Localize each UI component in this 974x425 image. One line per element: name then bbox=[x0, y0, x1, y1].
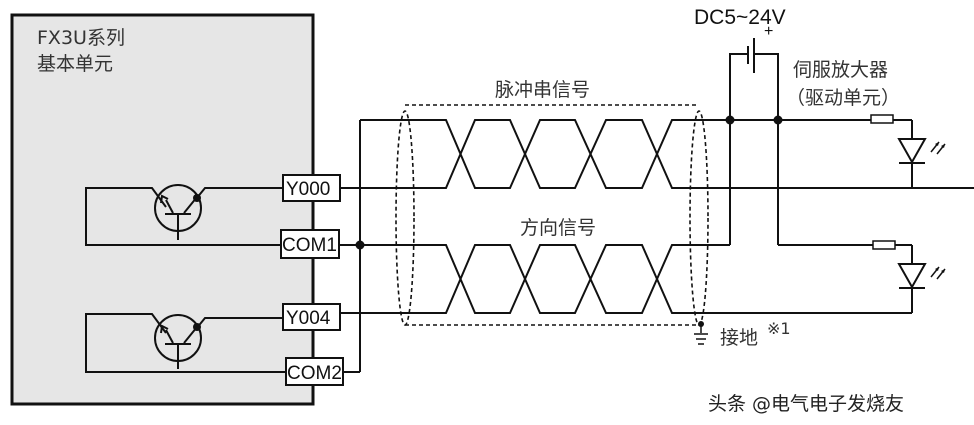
ground-note: ※1 bbox=[767, 319, 791, 338]
direction-twisted-pair bbox=[340, 244, 912, 314]
plc-unit-box bbox=[10, 13, 315, 406]
dc-plus-sign: + bbox=[764, 23, 773, 40]
svg-text:COM1: COM1 bbox=[282, 235, 337, 256]
transistor-y000-icon bbox=[85, 184, 287, 246]
watermark: 头条 @电气电子发烧友 bbox=[708, 393, 904, 415]
optocoupler-led-1-icon bbox=[870, 114, 946, 188]
pulse-twisted-pair bbox=[340, 119, 974, 189]
svg-text:Y000: Y000 bbox=[286, 179, 330, 200]
cable-shield bbox=[395, 104, 709, 327]
direction-signal-label: 方向信号 bbox=[520, 217, 596, 239]
battery-icon bbox=[725, 38, 874, 246]
plc-title-line1: FX3U系列 bbox=[37, 27, 125, 49]
servo-label-line2: （驱动单元） bbox=[786, 87, 900, 109]
plc-title-line2: 基本单元 bbox=[37, 53, 113, 75]
ground-label: 接地 bbox=[720, 327, 758, 349]
svg-text:Y004: Y004 bbox=[286, 308, 331, 329]
servo-label-line1: 伺服放大器 bbox=[793, 59, 888, 81]
transistor-y004-icon bbox=[85, 313, 287, 373]
svg-text:COM2: COM2 bbox=[287, 363, 342, 384]
optocoupler-led-2-icon bbox=[872, 240, 946, 313]
ground-icon bbox=[694, 324, 708, 345]
terminal-com2: COM2 bbox=[285, 357, 344, 386]
terminal-y004: Y004 bbox=[282, 303, 341, 331]
pulse-signal-label: 脉冲串信号 bbox=[495, 79, 590, 101]
terminal-com1: COM1 bbox=[280, 229, 340, 259]
dc-voltage-label: DC5~24V bbox=[694, 6, 786, 29]
terminal-y000: Y000 bbox=[282, 174, 341, 202]
